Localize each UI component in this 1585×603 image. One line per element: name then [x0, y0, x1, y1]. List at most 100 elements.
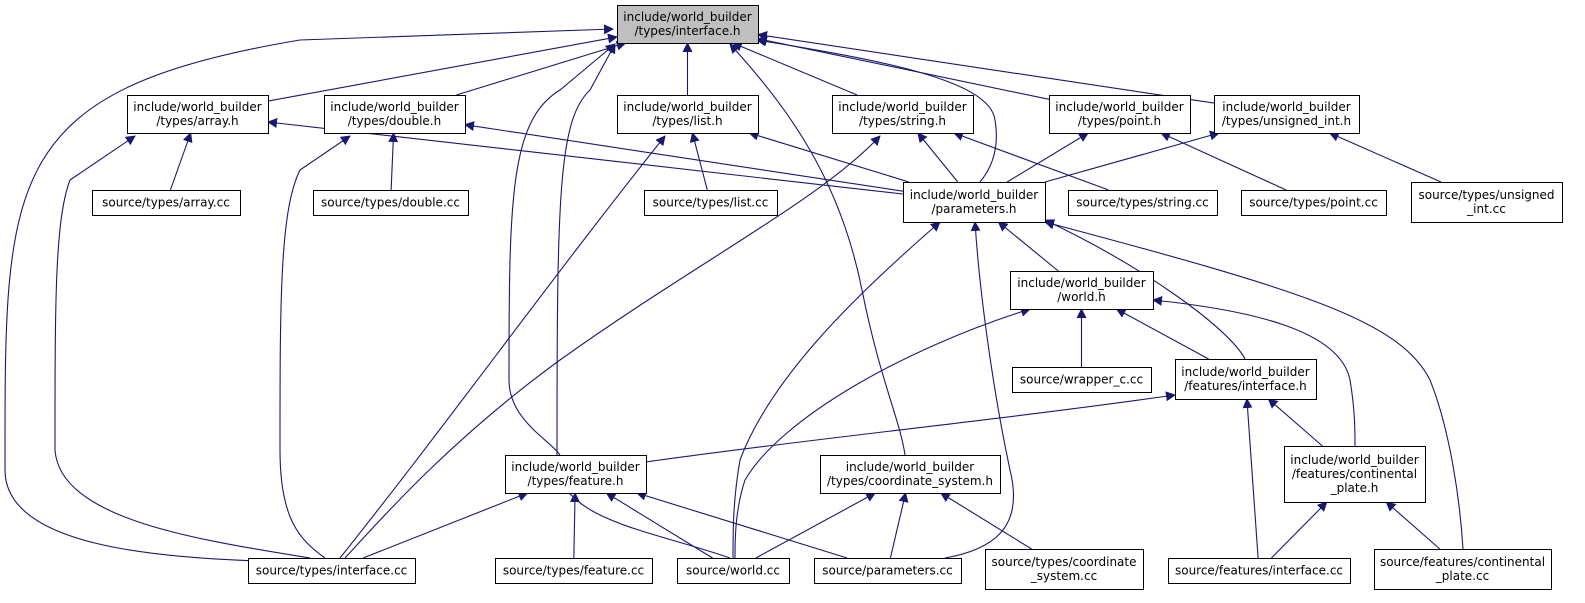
node-iface-cc[interactable]: source/types/interface.cc	[248, 558, 416, 584]
node-label-line: _plate.cc	[1435, 569, 1489, 583]
node-double-cc[interactable]: source/types/double.cc	[313, 190, 469, 216]
node-list-cc[interactable]: source/types/list.cc	[644, 190, 778, 216]
node-label-line: source/types/point.cc	[1249, 196, 1378, 210]
node-label-line: /types/string.h	[859, 114, 946, 128]
node-feature-h[interactable]: include/world_builder/types/feature.h	[505, 455, 647, 494]
node-label-line: include/world_builder	[330, 100, 458, 114]
node-box	[1411, 182, 1563, 223]
node-string-cc[interactable]: source/types/string.cc	[1068, 190, 1218, 216]
node-iface-h[interactable]: include/world_builder/types/interface.h	[617, 5, 759, 44]
node-world-cc[interactable]: source/world.cc	[677, 558, 790, 584]
node-box	[677, 558, 790, 584]
edge-params_h-to-point_h	[1006, 132, 1089, 183]
node-box	[1012, 367, 1152, 393]
node-label-line: source/types/interface.cc	[256, 564, 408, 578]
edge-iface_cc-to-double_h	[279, 135, 351, 559]
node-label-line: source/wrapper_c.cc	[1020, 373, 1143, 387]
node-label-line: include/world_builder	[846, 460, 974, 474]
node-list-h[interactable]: include/world_builder/types/list.h	[617, 95, 759, 134]
edge-string_cc-to-string_h	[953, 131, 1109, 191]
edge-double_h-to-iface_h	[456, 40, 627, 96]
edge-params_h-to-uint_h	[1044, 130, 1220, 183]
edge-world_cc-to-iface_h	[556, 43, 731, 559]
node-string-h[interactable]: include/world_builder/types/string.h	[832, 95, 974, 134]
edge-double_cc-to-double_h	[388, 132, 399, 191]
node-label-line: /features/continental	[1292, 467, 1417, 481]
edge-iface_cc-to-list_h	[339, 135, 666, 559]
edge-world_cc-to-world_h	[734, 306, 1031, 559]
node-feat-iface-h[interactable]: include/world_builder/features/interface…	[1175, 359, 1317, 400]
node-box	[324, 95, 466, 134]
node-box	[127, 95, 269, 134]
node-box	[903, 182, 1046, 223]
edge-params_h-to-iface_h	[756, 36, 997, 183]
edge-feature_cc-to-feature_h	[569, 492, 580, 559]
node-label-line: include/world_builder	[1055, 100, 1183, 114]
node-label-line: /world.h	[1057, 290, 1106, 304]
node-layer: include/world_builder/types/interface.hi…	[92, 5, 1563, 590]
edge-world_h-to-params_h	[997, 221, 1059, 272]
node-label-line: source/types/string.cc	[1076, 196, 1208, 210]
node-coord-cc[interactable]: source/types/coordinate_system.cc	[985, 549, 1144, 590]
node-label-line: source/world.cc	[686, 564, 780, 578]
node-cont-h[interactable]: include/world_builder/features/continent…	[1284, 446, 1426, 503]
node-box	[92, 190, 241, 216]
node-label-line: include/world_builder	[1290, 453, 1418, 467]
node-world-h[interactable]: include/world_builder/world.h	[1010, 271, 1154, 310]
edge-iface_cc-to-iface_h	[4, 24, 614, 563]
node-params-h[interactable]: include/world_builder/parameters.h	[903, 182, 1046, 223]
node-box	[1068, 190, 1218, 216]
edge-coord_cc-to-coord_h	[939, 492, 1032, 550]
node-label-line: include/world_builder	[1181, 365, 1309, 379]
node-double-h[interactable]: include/world_builder/types/double.h	[324, 95, 466, 134]
edge-cont_h-to-world_h	[1152, 295, 1356, 447]
node-point-cc[interactable]: source/types/point.cc	[1241, 190, 1387, 216]
edge-feature_h-to-iface_h	[508, 43, 616, 456]
node-label-line: source/types/list.cc	[653, 196, 769, 210]
edge-params_h-to-list_h	[748, 130, 910, 183]
node-label-line: include/world_builder	[623, 100, 751, 114]
node-label-line: /types/array.h	[156, 114, 238, 128]
node-label-line: /types/point.h	[1078, 114, 1161, 128]
node-label-line: source/features/continental	[1380, 555, 1545, 569]
node-box	[1175, 359, 1317, 400]
node-box	[1284, 446, 1426, 503]
node-label-line: _plate.h	[1330, 481, 1379, 495]
node-cont-cc[interactable]: source/features/continental_plate.cc	[1374, 549, 1552, 590]
node-label-line: source/types/feature.cc	[503, 564, 644, 578]
edge-params_cc-to-coord_h	[889, 492, 909, 559]
node-label-line: include/world_builder	[1017, 276, 1145, 290]
node-array-h[interactable]: include/world_builder/types/array.h	[127, 95, 269, 134]
node-label-line: include/world_builder	[838, 100, 966, 114]
node-box	[1010, 271, 1154, 310]
node-label-line: source/types/coordinate	[992, 555, 1137, 569]
edge-params_cc-to-feature_h	[635, 490, 848, 559]
node-array-cc[interactable]: source/types/array.cc	[92, 190, 241, 216]
edge-world_cc-to-coord_h	[755, 492, 877, 559]
node-label-line: source/parameters.cc	[822, 564, 953, 578]
node-coord-h[interactable]: include/world_builder/types/coordinate_s…	[820, 455, 1001, 494]
edge-uint_cc-to-uint_h	[1328, 132, 1442, 183]
node-feat-iface-cc[interactable]: source/features/interface.cc	[1168, 558, 1351, 584]
node-label-line: /types/list.h	[652, 114, 722, 128]
node-box	[495, 558, 653, 584]
node-label-line: /types/feature.h	[528, 474, 624, 488]
node-box	[985, 549, 1144, 590]
node-box	[832, 95, 974, 134]
node-wrapper-cc[interactable]: source/wrapper_c.cc	[1012, 367, 1152, 393]
node-feature-cc[interactable]: source/types/feature.cc	[495, 558, 653, 584]
node-label-line: include/world_builder	[1222, 100, 1350, 114]
node-params-cc[interactable]: source/parameters.cc	[814, 558, 962, 584]
node-label-line: source/types/double.cc	[321, 196, 460, 210]
node-uint-h[interactable]: include/world_builder/types/unsigned_int…	[1214, 95, 1360, 134]
node-box	[505, 455, 647, 494]
edge-params_cc-to-params_h	[944, 221, 1015, 559]
node-point-h[interactable]: include/world_builder/types/point.h	[1049, 95, 1191, 134]
edge-cont_cc-to-params_h	[1044, 219, 1464, 550]
node-box	[644, 190, 778, 216]
node-box	[1374, 549, 1552, 590]
node-label-line: source/types/unsigned	[1418, 188, 1554, 202]
node-uint-cc[interactable]: source/types/unsigned_int.cc	[1411, 182, 1563, 223]
node-label-line: source/features/interface.cc	[1175, 564, 1343, 578]
node-label-line: /types/interface.h	[634, 24, 740, 38]
